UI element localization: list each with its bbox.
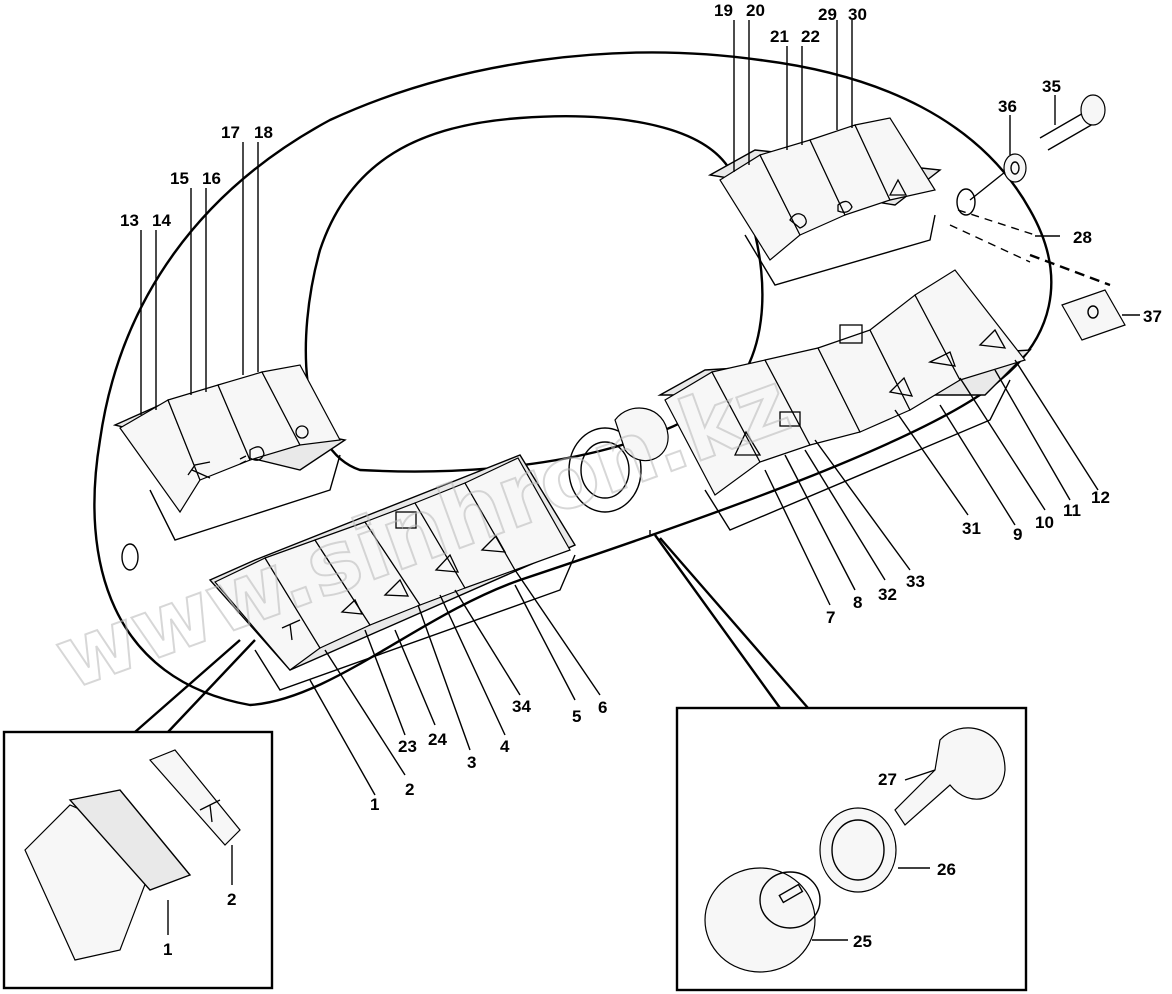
washer bbox=[1003, 153, 1027, 183]
label-32: 32 bbox=[878, 585, 897, 604]
leader-lines bbox=[140, 20, 1140, 796]
inset-label-1: 1 bbox=[163, 940, 172, 959]
switch-symbol-icon bbox=[480, 534, 507, 553]
label-13: 13 bbox=[120, 211, 139, 230]
bolt bbox=[1039, 111, 1094, 151]
label-22: 22 bbox=[801, 27, 820, 46]
inset-label-2: 2 bbox=[227, 890, 236, 909]
switch-symbol-icon bbox=[199, 799, 221, 823]
switch-group-bottom bbox=[208, 454, 577, 691]
label-35: 35 bbox=[1042, 77, 1061, 96]
switch-symbol-icon bbox=[779, 411, 801, 427]
label-7: 7 bbox=[826, 608, 835, 627]
switch-symbol-icon bbox=[888, 376, 914, 397]
mounting-hole-right bbox=[956, 188, 976, 216]
label-23: 23 bbox=[398, 737, 417, 756]
switch-group-right bbox=[657, 269, 1032, 531]
label-4: 4 bbox=[500, 737, 510, 756]
light-bulb-icon bbox=[789, 213, 807, 229]
ignition-key bbox=[614, 407, 669, 462]
inset-switch-detail bbox=[2, 639, 274, 990]
label-14: 14 bbox=[152, 211, 171, 230]
switch-symbol-icon bbox=[340, 598, 364, 615]
label-27: 27 bbox=[878, 770, 897, 789]
label-24: 24 bbox=[428, 730, 447, 749]
label-9: 9 bbox=[1013, 525, 1022, 544]
dashboard-panel bbox=[93, 51, 1053, 707]
label-2: 2 bbox=[405, 780, 414, 799]
switch-symbol-icon bbox=[434, 553, 460, 573]
label-26: 26 bbox=[937, 860, 956, 879]
part-labels: 13 14 15 16 17 18 19 20 21 22 29 30 36 3… bbox=[120, 1, 1162, 959]
mounting-hole-left bbox=[121, 543, 139, 571]
label-12: 12 bbox=[1091, 488, 1110, 507]
label-1: 1 bbox=[370, 795, 379, 814]
label-29: 29 bbox=[818, 5, 837, 24]
label-11: 11 bbox=[1063, 501, 1081, 520]
label-5: 5 bbox=[572, 707, 581, 726]
switch-symbol-icon bbox=[978, 328, 1007, 349]
label-19: 19 bbox=[714, 1, 733, 20]
label-16: 16 bbox=[202, 169, 221, 188]
switch-symbol-icon bbox=[395, 511, 417, 529]
work-light-icon bbox=[187, 461, 211, 479]
instrument-cluster-opening bbox=[304, 115, 764, 473]
label-20: 20 bbox=[746, 1, 765, 20]
fastener-assembly bbox=[949, 94, 1126, 341]
bolt-head bbox=[1080, 94, 1106, 126]
switch-group-left bbox=[112, 364, 347, 541]
inset-ignition-detail bbox=[654, 534, 1028, 992]
switch-symbol-icon bbox=[383, 578, 410, 597]
label-33: 33 bbox=[906, 572, 925, 591]
label-25: 25 bbox=[853, 932, 872, 951]
label-6: 6 bbox=[598, 698, 607, 717]
retaining-clip bbox=[1061, 289, 1126, 341]
switch-group-top-right bbox=[707, 117, 942, 286]
headlight-icon bbox=[239, 446, 265, 465]
label-17: 17 bbox=[221, 123, 240, 142]
label-31: 31 bbox=[962, 519, 981, 538]
ignition-key-detail bbox=[894, 727, 1006, 826]
switch-symbol-icon bbox=[927, 351, 956, 367]
label-21: 21 bbox=[770, 27, 789, 46]
warning-triangle-icon bbox=[733, 430, 762, 456]
label-8: 8 bbox=[853, 593, 862, 612]
ignition-switch bbox=[568, 407, 669, 535]
label-37: 37 bbox=[1143, 307, 1162, 326]
label-10: 10 bbox=[1035, 513, 1054, 532]
headlight-icon bbox=[837, 200, 853, 213]
label-15: 15 bbox=[170, 169, 189, 188]
light-bulb-icon bbox=[295, 425, 309, 439]
watermark: www.sinhron.kz bbox=[43, 352, 802, 710]
label-18: 18 bbox=[254, 123, 273, 142]
key-cylinder bbox=[704, 867, 816, 973]
label-28: 28 bbox=[1073, 228, 1092, 247]
label-36: 36 bbox=[998, 97, 1017, 116]
switch-symbol-icon bbox=[281, 619, 301, 641]
label-30: 30 bbox=[848, 5, 867, 24]
label-34: 34 bbox=[512, 697, 531, 716]
warning-triangle-icon bbox=[888, 178, 908, 196]
switch-symbol-icon bbox=[839, 324, 863, 344]
label-3: 3 bbox=[467, 753, 476, 772]
